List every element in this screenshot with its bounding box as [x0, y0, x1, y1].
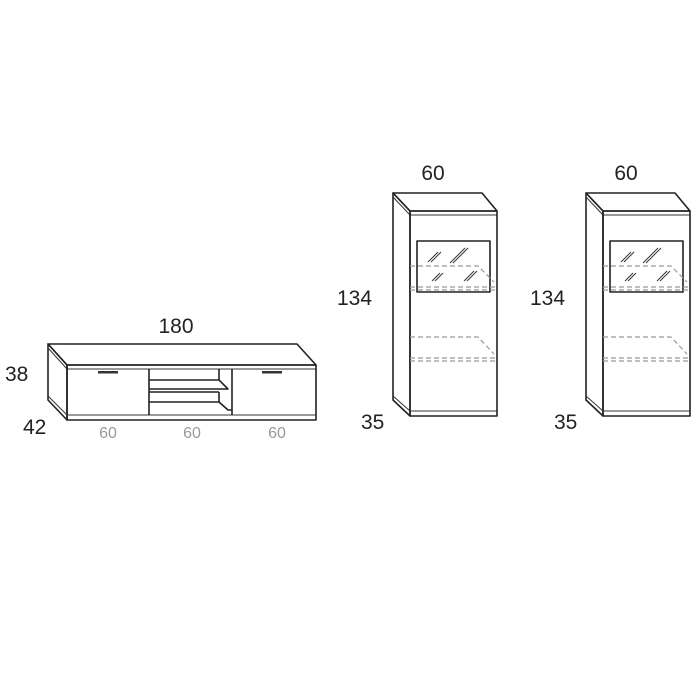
module-width-label: 60: [183, 425, 201, 442]
handle-icon: [98, 371, 118, 374]
tv-unit-top: [47, 343, 317, 366]
vitrine-depth-label: 35: [361, 411, 384, 434]
vitrine-depth-label: 35: [554, 411, 577, 434]
vitrine-height-label: 134: [337, 287, 372, 310]
tv-unit-shelves: [149, 369, 232, 411]
glass-reflection-icon: [427, 247, 478, 282]
vitrine-width-label: 60: [614, 162, 637, 185]
module-width-label: 60: [99, 425, 117, 442]
handle-icon: [262, 371, 282, 374]
module-width-label: 60: [268, 425, 286, 442]
vitrine-drawing: [392, 192, 498, 417]
glass-window: [609, 240, 684, 293]
vitrine-height-label: 134: [530, 287, 565, 310]
tv-unit-drawing: [47, 343, 317, 421]
tv-unit-width-label: 180: [158, 315, 193, 338]
tv-unit-front: [66, 364, 317, 421]
glass-window: [416, 240, 491, 293]
tv-unit-depth-label: 42: [23, 416, 46, 439]
glass-reflection-icon: [620, 247, 671, 282]
tv-unit-height-label: 38: [5, 363, 28, 386]
vitrine-width-label: 60: [421, 162, 444, 185]
tv-unit-side: [47, 343, 68, 421]
vitrine-drawing: [585, 192, 691, 417]
